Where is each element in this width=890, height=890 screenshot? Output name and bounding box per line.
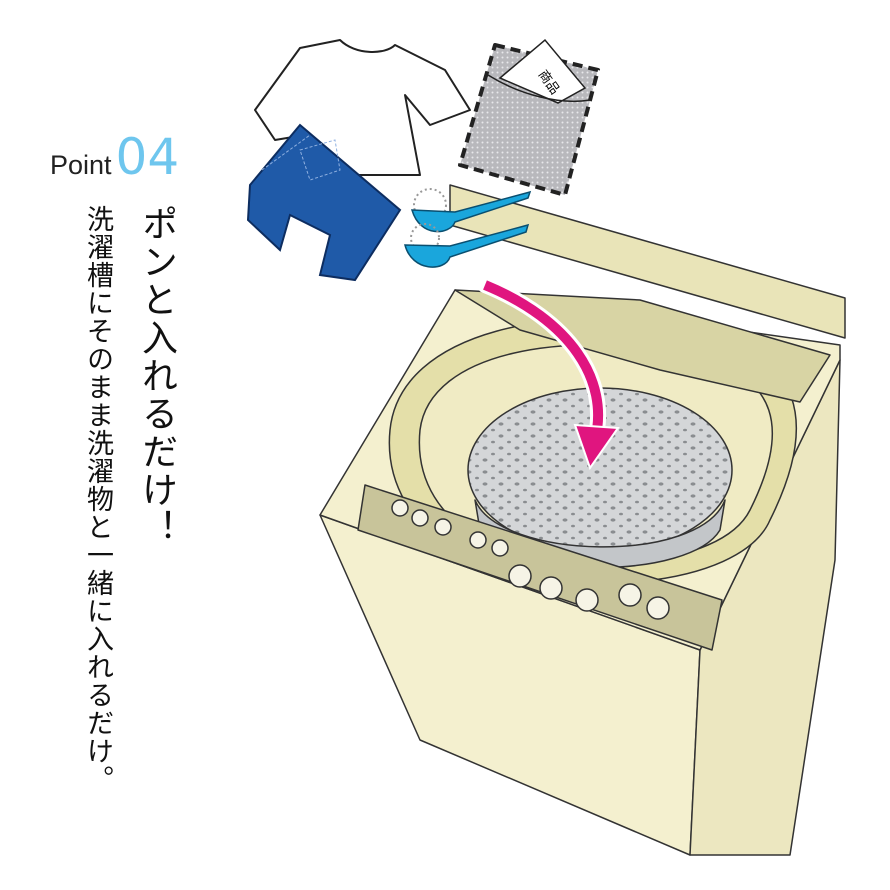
measuring-scoops	[404, 188, 532, 268]
washing-machine	[319, 184, 846, 856]
jeans-icon	[246, 123, 402, 282]
point-word: Point	[50, 150, 112, 180]
product-package: 商品	[458, 38, 600, 197]
arrow-head	[573, 423, 620, 471]
arrow-icon	[483, 280, 604, 442]
control-buttons	[391, 499, 670, 620]
headline: ポンと入れるだけ！	[136, 205, 177, 547]
description: 洗濯槽にそのまま洗濯物と一緒に入れるだけ。	[82, 205, 113, 793]
point-number: 04	[115, 128, 180, 186]
point-label: Point04	[50, 128, 179, 186]
